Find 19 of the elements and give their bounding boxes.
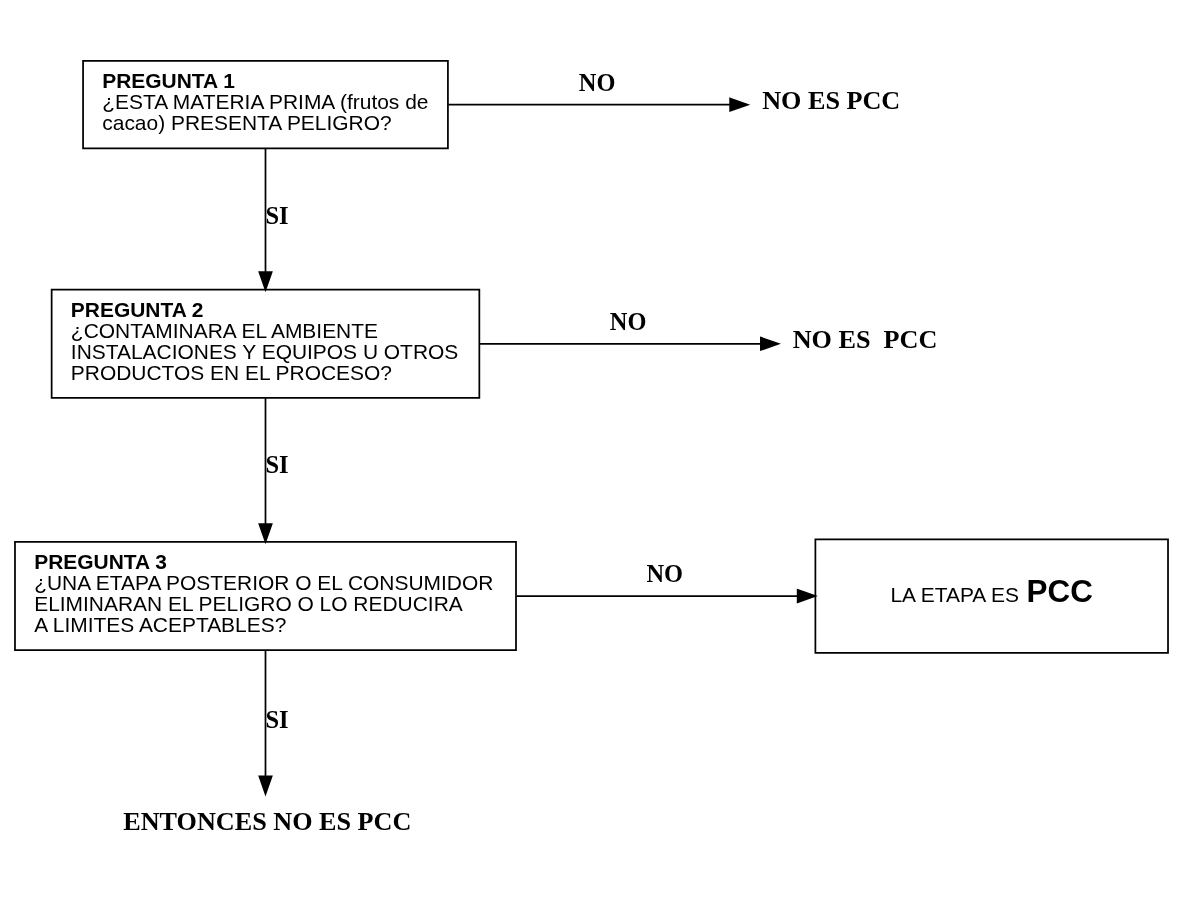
arrow (258, 648, 273, 797)
node-box: PREGUNTA 1 ¿ESTA MATERIA PRIMA (frutos de cacao) PRESENTA PELIGRO? (82, 59, 449, 149)
edge-label: SI (265, 450, 289, 478)
edge-label: NO (646, 559, 684, 587)
node-text: NO ES PCC (762, 85, 901, 115)
arrow (479, 335, 781, 351)
edge-label: NO (578, 68, 616, 96)
node-box: PREGUNTA 2 ¿CONTAMINARA EL AMBIENTE INSTALACIONES Y EQUIPOS U OTROS PRODUCTOS EN EL PROCESO? (50, 288, 481, 399)
arrow (515, 588, 818, 603)
node-box: LA ETAPA ES PCC (814, 537, 1169, 654)
node-text: NO ES PCC (792, 324, 938, 354)
edge-label: SI (265, 201, 289, 229)
edge-label: NO (609, 307, 647, 335)
node-text: ENTONCES NO ES PCC (123, 806, 412, 836)
arrow (258, 147, 273, 292)
arrow (447, 96, 751, 112)
arrow (258, 396, 273, 544)
edge-label: SI (265, 705, 289, 733)
node-box: PREGUNTA 3 ¿UNA ETAPA POSTERIOR O EL CONSUMIDOR ELIMINARAN EL PELIGRO O LO REDUCIRA A LIMITES ACEPTABLES? (14, 540, 517, 651)
